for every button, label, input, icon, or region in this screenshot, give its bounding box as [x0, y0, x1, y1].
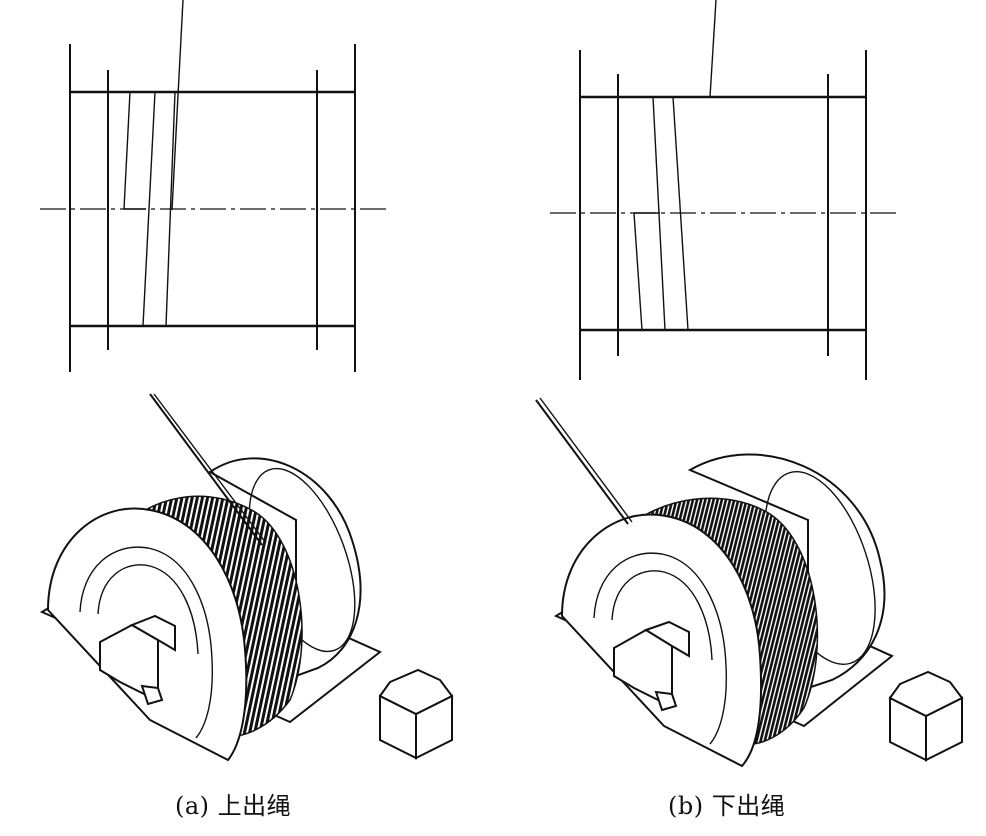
saddle-block-b: [888, 670, 964, 762]
drum-plan-view-a: [40, 0, 386, 372]
caption-a: (a) 上出绳: [175, 792, 292, 820]
rope-exit-top-b: [709, 0, 717, 98]
drum-isometric-a: [39, 393, 382, 762]
drum-plan-view-b: [550, 0, 896, 380]
rope-exit-line-a: [149, 393, 263, 546]
rope-exit-line-b: [535, 399, 629, 525]
saddle-block-a: [378, 668, 454, 760]
caption-b: (b) 下出绳: [668, 792, 786, 820]
rope-exit-top-a: [171, 0, 184, 211]
drum-isometric-b: [535, 397, 894, 768]
